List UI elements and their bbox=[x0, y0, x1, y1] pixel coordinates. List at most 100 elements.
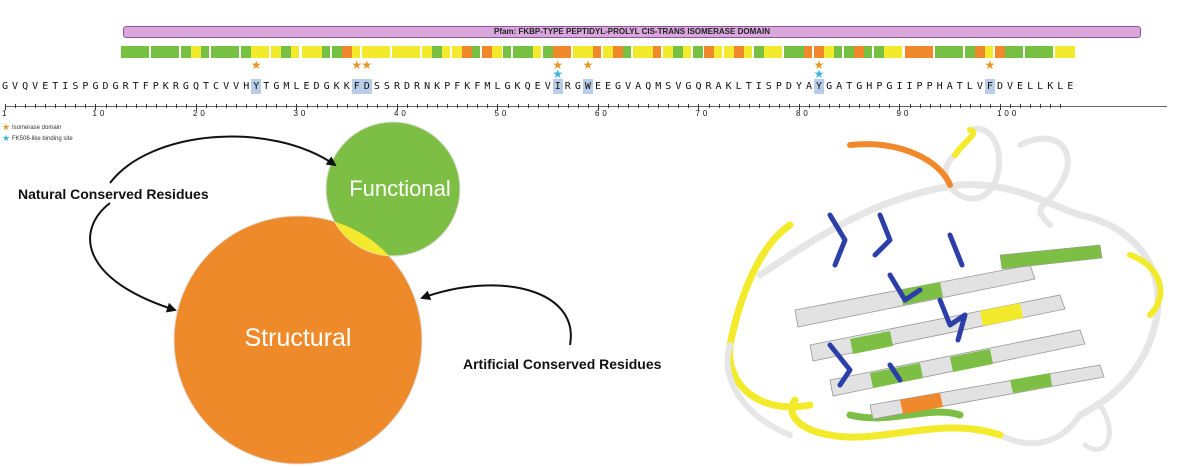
ruler-tick bbox=[417, 104, 419, 108]
track-cell-93 bbox=[924, 46, 933, 58]
ruler-label: 80 bbox=[795, 109, 811, 118]
residue-106: L bbox=[1057, 81, 1064, 92]
ruler-tick bbox=[286, 104, 288, 108]
track-cell-19 bbox=[180, 46, 191, 58]
residue-82: Y bbox=[814, 79, 825, 94]
track-cell-42 bbox=[412, 46, 421, 58]
track-cell-83 bbox=[824, 46, 835, 58]
ruler-tick bbox=[65, 104, 67, 108]
track-cell-107 bbox=[1065, 46, 1076, 58]
residue-40: R bbox=[393, 81, 400, 92]
fk506-star-icon: ★ bbox=[552, 67, 564, 81]
ruler-tick bbox=[658, 104, 660, 108]
ruler-tick bbox=[1020, 104, 1022, 108]
residue-81: A bbox=[806, 81, 813, 92]
residue-14: T bbox=[132, 81, 139, 92]
residue-101: V bbox=[1007, 81, 1014, 92]
track-cell-89 bbox=[884, 46, 895, 58]
ruler-tick bbox=[5, 104, 7, 110]
ruler-axis bbox=[5, 106, 1167, 107]
residue-67: S bbox=[665, 81, 672, 92]
ruler-tick bbox=[206, 104, 208, 108]
ruler-tick bbox=[738, 104, 740, 108]
track-cell-63 bbox=[623, 46, 632, 58]
ruler-tick bbox=[427, 104, 429, 108]
ruler-tick bbox=[396, 104, 398, 110]
track-cell-104 bbox=[1035, 46, 1046, 58]
residue-36: F bbox=[351, 79, 362, 94]
residue-93: P bbox=[926, 81, 933, 92]
legend-label: FK506-like binding site bbox=[12, 135, 73, 142]
track-cell-102 bbox=[1015, 46, 1024, 58]
track-cell-25 bbox=[241, 46, 252, 58]
residue-2: V bbox=[12, 81, 19, 92]
ruler-tick bbox=[256, 104, 258, 108]
ruler-tick bbox=[1010, 104, 1012, 108]
ruler-tick bbox=[989, 104, 991, 108]
ruler-tick bbox=[1040, 104, 1042, 108]
track-cell-101 bbox=[1005, 46, 1016, 58]
residue-77: S bbox=[765, 81, 772, 92]
track-cell-85 bbox=[844, 46, 855, 58]
functional-circle bbox=[325, 121, 461, 257]
track-cell-59 bbox=[582, 46, 593, 58]
ruler-tick bbox=[839, 104, 841, 108]
ruler-tick bbox=[638, 104, 640, 108]
residue-100: D bbox=[996, 81, 1003, 92]
structural-circle bbox=[173, 215, 423, 465]
ruler-tick bbox=[577, 104, 579, 108]
ruler-tick bbox=[527, 104, 529, 108]
track-cell-95 bbox=[944, 46, 955, 58]
ruler-tick bbox=[809, 104, 811, 108]
residue-23: V bbox=[223, 81, 230, 92]
residue-48: F bbox=[474, 81, 481, 92]
residue-56: I bbox=[552, 79, 563, 94]
arrow-artificial-to-structural bbox=[420, 284, 572, 346]
residue-9: P bbox=[82, 81, 89, 92]
ruler-tick bbox=[798, 104, 800, 110]
track-cell-62 bbox=[613, 46, 624, 58]
track-cell-105 bbox=[1045, 46, 1054, 58]
residue-32: D bbox=[313, 81, 320, 92]
track-cell-26 bbox=[251, 46, 262, 58]
residue-35: K bbox=[343, 81, 350, 92]
track-cell-103 bbox=[1025, 46, 1036, 58]
fk506-star-icon: ★ bbox=[813, 67, 825, 81]
ruler-tick bbox=[959, 104, 961, 108]
residue-79: D bbox=[785, 81, 792, 92]
track-cell-16 bbox=[150, 46, 161, 58]
residue-83: G bbox=[826, 81, 833, 92]
track-cell-24 bbox=[231, 46, 240, 58]
ruler-tick bbox=[949, 104, 951, 108]
residue-104: L bbox=[1037, 81, 1044, 92]
residue-76: I bbox=[755, 81, 762, 92]
ruler-tick bbox=[969, 104, 971, 108]
ruler-tick bbox=[296, 104, 298, 110]
residue-57: R bbox=[564, 81, 571, 92]
track-cell-15 bbox=[140, 46, 149, 58]
track-cell-33 bbox=[321, 46, 330, 58]
track-cell-81 bbox=[804, 46, 813, 58]
residue-34: K bbox=[333, 81, 340, 92]
residue-30: L bbox=[293, 81, 300, 92]
track-cell-27 bbox=[261, 46, 270, 58]
track-cell-79 bbox=[783, 46, 794, 58]
residue-85: T bbox=[846, 81, 853, 92]
track-cell-39 bbox=[381, 46, 390, 58]
residue-18: R bbox=[172, 81, 179, 92]
pfam-domain-bar: Pfam: FKBP-TYPE PEPTIDYL-PROLYL CIS-TRAN… bbox=[123, 26, 1141, 38]
track-cell-31 bbox=[301, 46, 312, 58]
track-cell-77 bbox=[763, 46, 774, 58]
legend-label: Isomerase domain bbox=[12, 124, 62, 131]
track-cell-29 bbox=[281, 46, 292, 58]
ruler-tick bbox=[648, 104, 650, 108]
track-cell-90 bbox=[894, 46, 903, 58]
ruler-tick bbox=[55, 104, 57, 108]
track-cell-60 bbox=[592, 46, 601, 58]
track-cell-86 bbox=[854, 46, 865, 58]
ruler-label: 40 bbox=[393, 109, 409, 118]
residue-43: N bbox=[424, 81, 431, 92]
track-cell-68 bbox=[673, 46, 684, 58]
ruler-tick bbox=[366, 104, 368, 108]
